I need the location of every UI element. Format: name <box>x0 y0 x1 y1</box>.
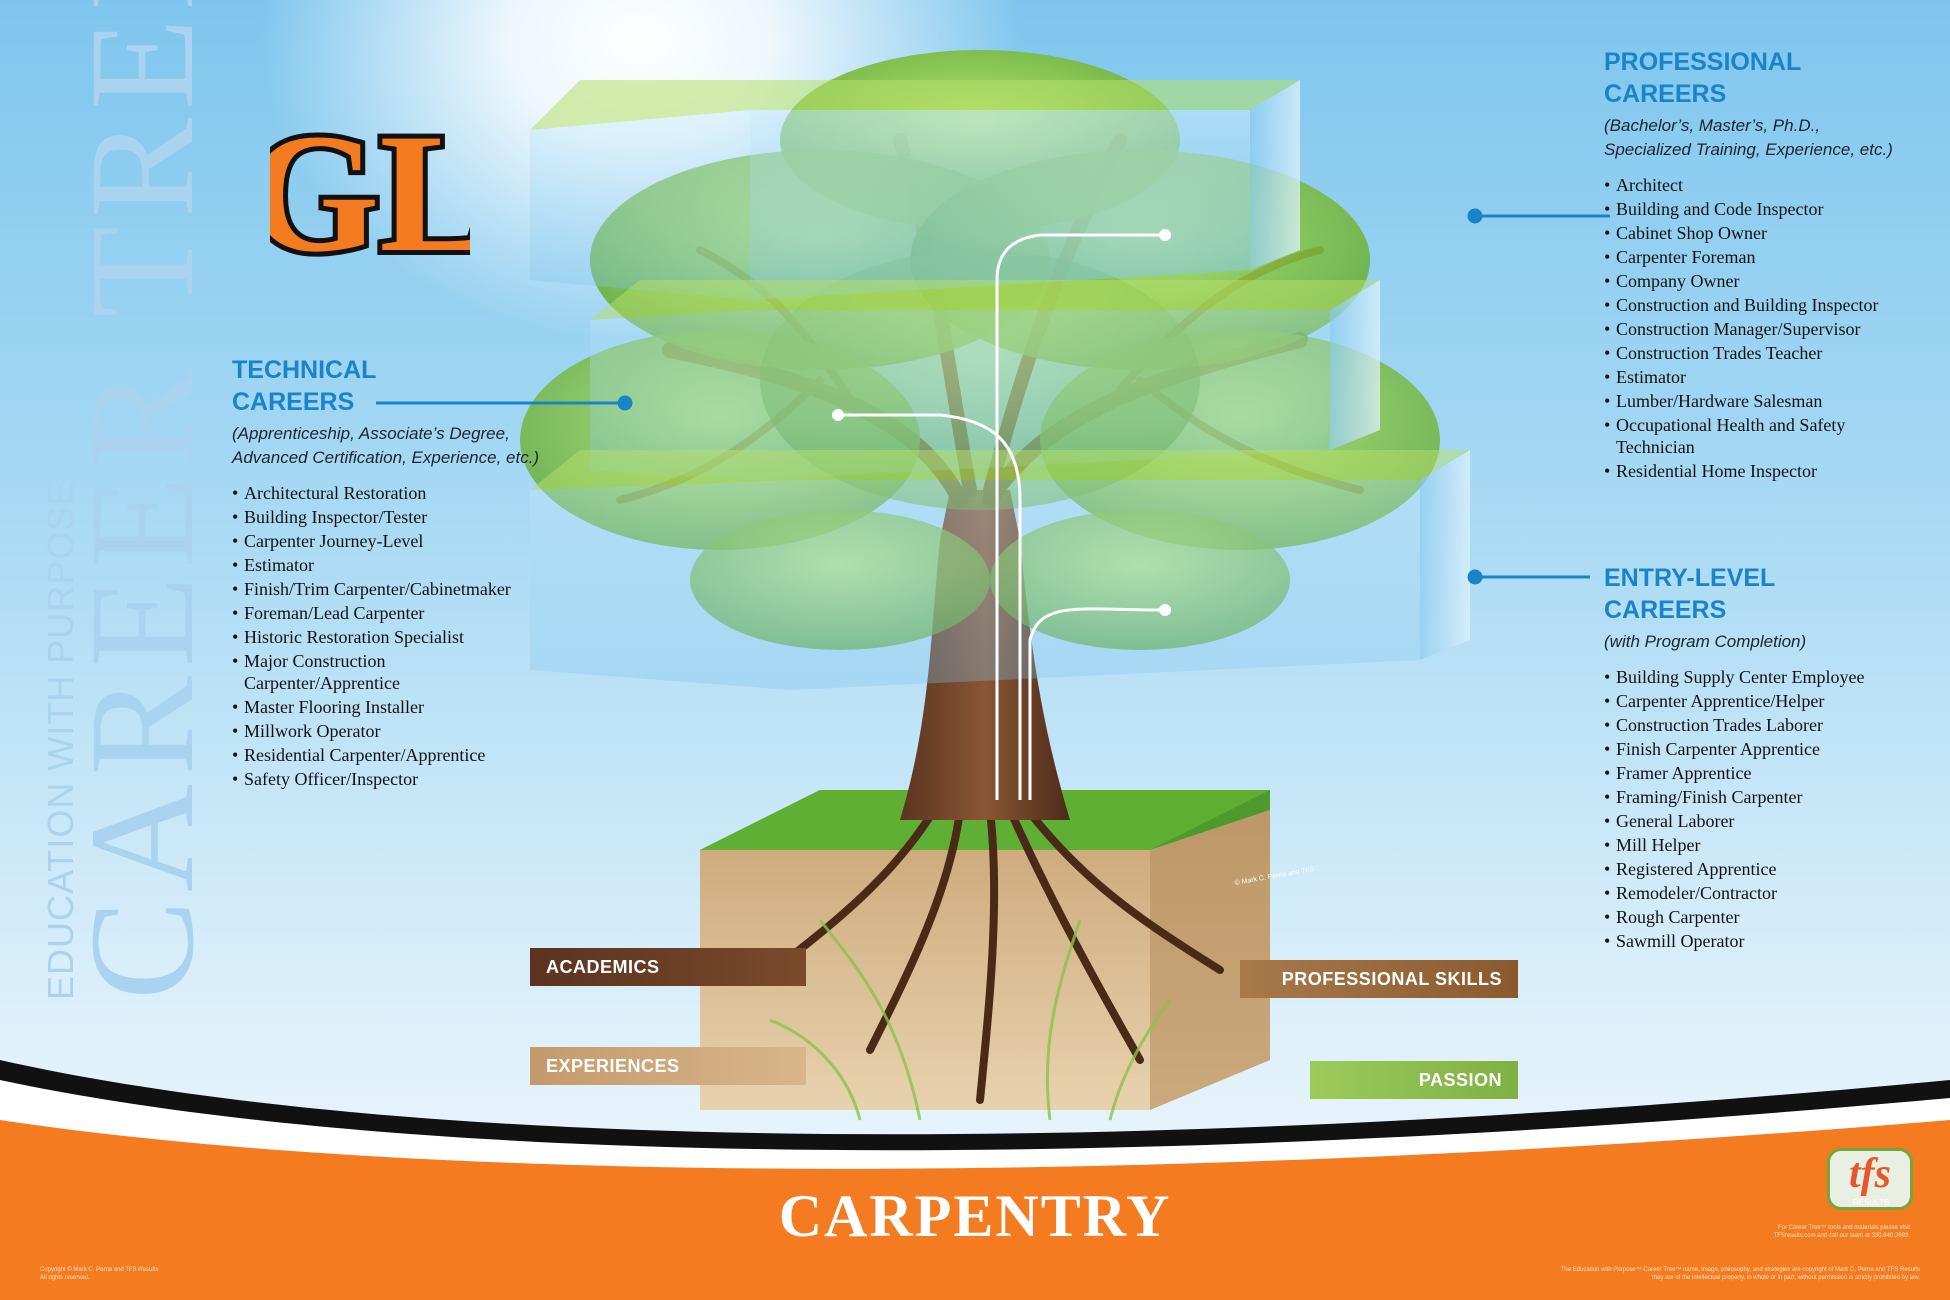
technical-heading-line1: TECHNICAL <box>232 356 377 384</box>
career-item: Building Supply Center Employee <box>1604 666 1934 688</box>
career-item: Framing/Finish Carpenter <box>1604 786 1934 808</box>
professional-heading-line1: PROFESSIONAL <box>1604 48 1802 76</box>
technical-sub-line1: (Apprenticeship, Associate’s Degree, <box>232 424 510 443</box>
career-item: Construction and Building Inspector <box>1604 294 1919 316</box>
footer-legal-line1: The Education with Purpose™ Career Tree™… <box>1560 1267 1920 1273</box>
career-tree-illustration: © Mark C. Perna and TFS <box>520 50 1470 1121</box>
technical-career-list: Architectural RestorationBuilding Inspec… <box>232 482 522 790</box>
career-item: Residential Home Inspector <box>1604 460 1919 482</box>
career-layers <box>530 80 1470 690</box>
tfs-logo-sub: RESULTS <box>1852 1198 1890 1207</box>
footer-legal-note: The Education with Purpose™ Career Tree™… <box>1480 1266 1920 1282</box>
professional-sub-line2: Specialized Training, Experience, etc.) <box>1604 140 1893 159</box>
career-item: Construction Manager/Supervisor <box>1604 318 1919 340</box>
career-item: Construction Trades Laborer <box>1604 714 1934 736</box>
footer-contact-line2: TFSresults.com and call our team at 330.… <box>1773 1233 1910 1239</box>
career-item: Sawmill Operator <box>1604 930 1934 952</box>
career-item: Framer Apprentice <box>1604 762 1934 784</box>
tfs-results-logo: tfs RESULTS <box>1827 1148 1915 1218</box>
entry-heading-line2: CAREERS <box>1604 596 1727 624</box>
career-item: Building Inspector/Tester <box>232 506 522 528</box>
career-item: Architectural Restoration <box>232 482 522 504</box>
career-item: Safety Officer/Inspector <box>232 768 522 790</box>
footer-legal-line2: they are of the intellectual property, i… <box>1651 1275 1920 1281</box>
career-item: Master Flooring Installer <box>232 696 522 718</box>
technical-careers: TECHNICAL CAREERS (Apprenticeship, Assoc… <box>232 354 632 792</box>
footer-contact-note: For Career Tree™ tools and materials ple… <box>1690 1224 1910 1240</box>
career-item: Rough Carpenter <box>1604 906 1934 928</box>
professional-heading-line2: CAREERS <box>1604 80 1727 108</box>
entry-heading-line1: ENTRY-LEVEL <box>1604 564 1776 592</box>
footer-copyright-line2: All rights reserved. <box>40 1275 90 1281</box>
root-label-professional-skills: PROFESSIONAL SKILLS <box>1240 960 1518 998</box>
technical-heading-line2: CAREERS <box>232 388 355 416</box>
professional-careers: PROFESSIONAL CAREERS (Bachelor’s, Master… <box>1604 46 1934 484</box>
connector-lines <box>840 233 1161 800</box>
career-item: Estimator <box>232 554 522 576</box>
career-item: General Laborer <box>1604 810 1934 832</box>
career-item: Carpenter Foreman <box>1604 246 1919 268</box>
green-roots <box>769 919 1172 1121</box>
career-item: Occupational Health and Safety Technicia… <box>1604 414 1919 458</box>
career-item: Company Owner <box>1604 270 1919 292</box>
connector-dots <box>832 229 1171 616</box>
career-item: Finish/Trim Carpenter/Cabinetmaker <box>232 578 522 600</box>
technical-sub-line2: Advanced Certification, Experience, etc.… <box>232 448 540 467</box>
career-item: Foreman/Lead Carpenter <box>232 602 522 624</box>
footer-band <box>0 1060 1950 1300</box>
career-item: Lumber/Hardware Salesman <box>1604 390 1919 412</box>
career-item: Carpenter Journey-Level <box>232 530 522 552</box>
career-item: Building and Code Inspector <box>1604 198 1919 220</box>
professional-career-list: ArchitectBuilding and Code InspectorCabi… <box>1604 174 1919 482</box>
footer-copyright-left: Copyright © Mark C. Perna and TFS Result… <box>40 1266 240 1282</box>
career-item: Remodeler/Contractor <box>1604 882 1934 904</box>
footer-contact-line1: For Career Tree™ tools and materials ple… <box>1777 1225 1910 1231</box>
gl-logo-letters: GL <box>270 99 470 265</box>
entry-sub-line1: (with Program Completion) <box>1604 632 1807 651</box>
career-item: Mill Helper <box>1604 834 1934 856</box>
career-item: Estimator <box>1604 366 1919 388</box>
career-item: Architect <box>1604 174 1919 196</box>
root-label-experiences: EXPERIENCES <box>530 1047 806 1085</box>
career-item: Cabinet Shop Owner <box>1604 222 1919 244</box>
footer-copyright-line1: Copyright © Mark C. Perna and TFS Result… <box>40 1267 159 1273</box>
career-item: Construction Trades Teacher <box>1604 342 1919 364</box>
root-label-passion: PASSION <box>1310 1061 1518 1099</box>
program-title: CARPENTRY <box>778 1183 1172 1249</box>
professional-sub-line1: (Bachelor’s, Master’s, Ph.D., <box>1604 116 1821 135</box>
gl-logo: GL <box>270 94 470 265</box>
entry-level-careers: ENTRY-LEVEL CAREERS (with Program Comple… <box>1604 562 1934 954</box>
career-item: Major Construction Carpenter/Apprentice <box>232 650 522 694</box>
tfs-logo-mark: tfs <box>1827 1148 1913 1210</box>
career-item: Finish Carpenter Apprentice <box>1604 738 1934 760</box>
root-label-academics: ACADEMICS <box>530 948 806 986</box>
career-item: Registered Apprentice <box>1604 858 1934 880</box>
career-item: Carpenter Apprentice/Helper <box>1604 690 1934 712</box>
entry-level-career-list: Building Supply Center EmployeeCarpenter… <box>1604 666 1934 952</box>
career-item: Residential Carpenter/Apprentice <box>232 744 522 766</box>
career-item: Historic Restoration Specialist <box>232 626 522 648</box>
career-item: Millwork Operator <box>232 720 522 742</box>
